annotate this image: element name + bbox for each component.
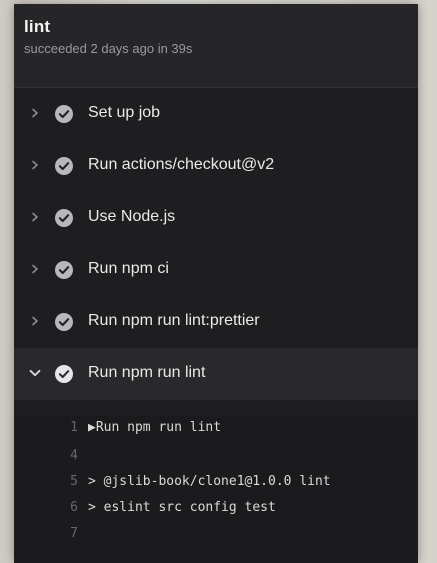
step-set-up-job[interactable]: Set up job bbox=[14, 88, 418, 140]
chevron-right-icon[interactable] bbox=[28, 158, 42, 172]
log-line: 1 ▶Run npm run lint bbox=[14, 420, 418, 440]
log-line: 4 bbox=[14, 448, 418, 468]
step-label: Set up job bbox=[88, 104, 161, 121]
line-number: 1 bbox=[70, 420, 78, 435]
check-circle-icon bbox=[54, 364, 74, 384]
log-line: 5 > @jslib-book/clone1@1.0.0 lint bbox=[14, 474, 418, 494]
chevron-right-icon[interactable] bbox=[28, 262, 42, 276]
check-circle-icon bbox=[54, 312, 74, 332]
chevron-right-icon[interactable] bbox=[28, 106, 42, 120]
job-header: lint succeeded 2 days ago in 39s bbox=[14, 4, 418, 88]
job-log-panel: lint succeeded 2 days ago in 39s Set up … bbox=[14, 4, 418, 563]
check-circle-icon bbox=[54, 104, 74, 124]
chevron-down-icon[interactable] bbox=[28, 366, 42, 380]
chevron-right-icon[interactable] bbox=[28, 210, 42, 224]
log-text[interactable]: ▶Run npm run lint bbox=[88, 420, 222, 435]
log-line: 7 bbox=[14, 526, 418, 546]
line-number: 4 bbox=[70, 448, 78, 463]
steps-list: Set up job Run actions/checkout@v2 Use N… bbox=[14, 88, 418, 400]
line-number: 6 bbox=[70, 500, 78, 515]
log-text: > @jslib-book/clone1@1.0.0 lint bbox=[88, 474, 331, 489]
step-label: Run actions/checkout@v2 bbox=[88, 156, 275, 173]
chevron-right-icon[interactable] bbox=[28, 314, 42, 328]
step-label: Run npm ci bbox=[88, 260, 169, 277]
check-circle-icon bbox=[54, 156, 74, 176]
job-status: succeeded 2 days ago in 39s bbox=[24, 41, 193, 56]
line-number: 5 bbox=[70, 474, 78, 489]
job-title: lint bbox=[24, 17, 51, 36]
line-number: 7 bbox=[70, 526, 78, 541]
log-text: > eslint src config test bbox=[88, 500, 276, 515]
step-npm-ci[interactable]: Run npm ci bbox=[14, 244, 418, 296]
check-circle-icon bbox=[54, 208, 74, 228]
step-lint-expanded[interactable]: Run npm run lint bbox=[14, 348, 418, 400]
step-lint-prettier[interactable]: Run npm run lint:prettier bbox=[14, 296, 418, 348]
step-label: Run npm run lint:prettier bbox=[88, 312, 260, 329]
step-label: Run npm run lint bbox=[88, 364, 206, 381]
step-log-output: 1 ▶Run npm run lint 4 5 > @jslib-book/cl… bbox=[14, 416, 418, 563]
log-line: 6 > eslint src config test bbox=[14, 500, 418, 520]
check-circle-icon bbox=[54, 260, 74, 280]
step-checkout[interactable]: Run actions/checkout@v2 bbox=[14, 140, 418, 192]
step-label: Use Node.js bbox=[88, 208, 176, 225]
step-use-node[interactable]: Use Node.js bbox=[14, 192, 418, 244]
